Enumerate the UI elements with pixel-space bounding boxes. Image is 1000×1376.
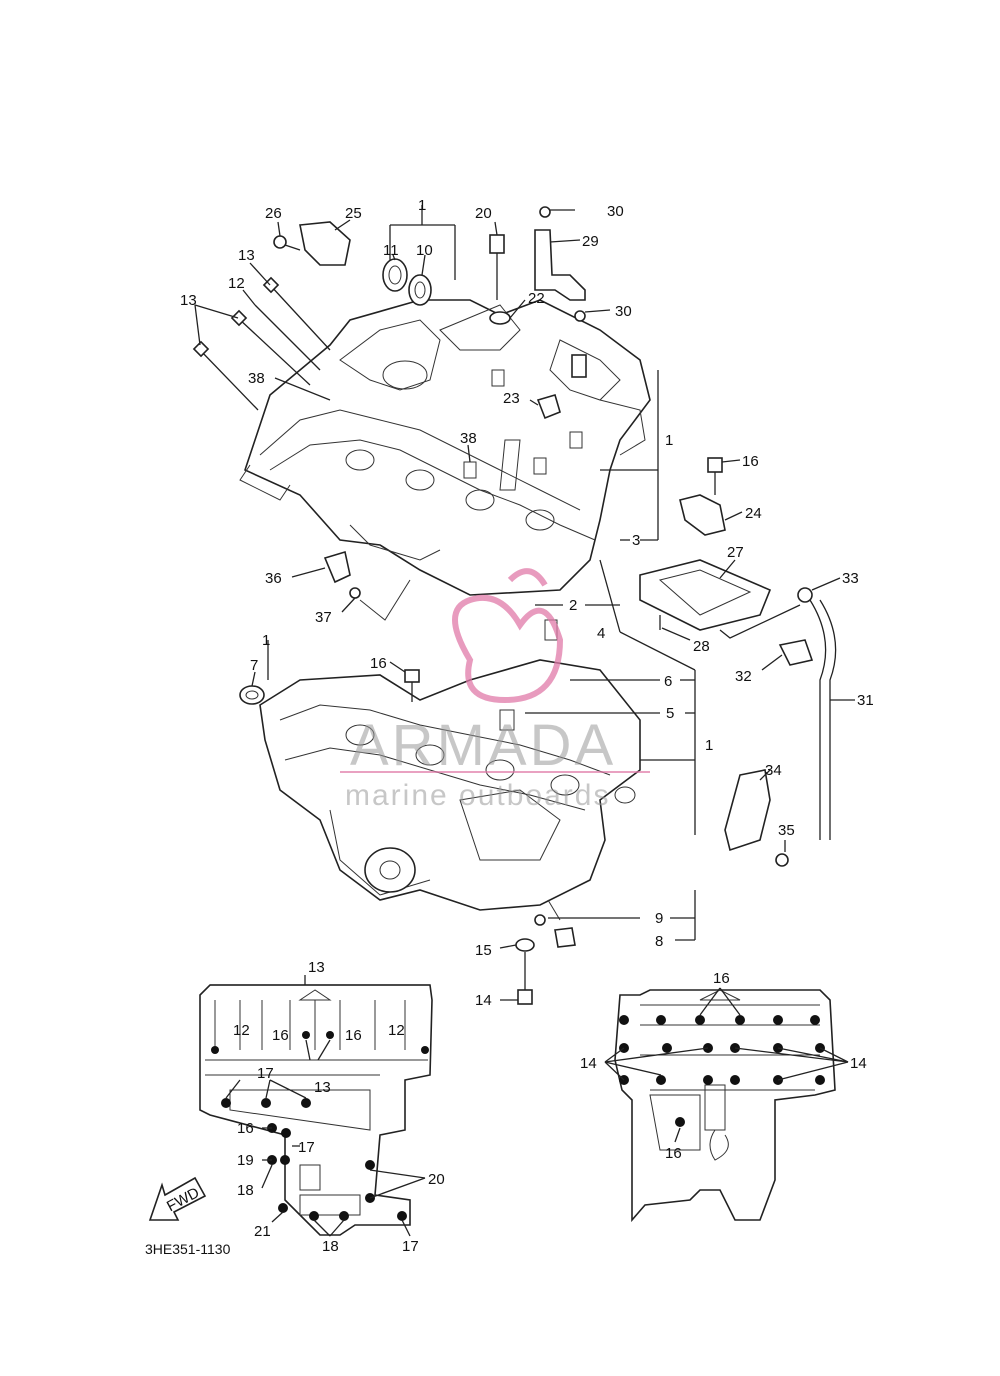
inset-label-16: 16: [272, 1027, 289, 1044]
right-inset-labels: 16 14 14 16: [580, 970, 867, 1162]
inset-label-16: 16: [665, 1145, 682, 1162]
callout-9: 9: [655, 910, 663, 927]
callout-1: 1: [705, 737, 713, 754]
inset-label-16: 16: [713, 970, 730, 987]
callout-38: 38: [248, 370, 265, 387]
callout-36: 36: [265, 570, 282, 587]
inset-label-12: 12: [233, 1022, 250, 1039]
callout-37: 37: [315, 609, 332, 626]
left-inset-labels: 13 12 16 16 12 17 13 16 17 19 18 20 21 1…: [233, 959, 445, 1255]
callout-12: 12: [228, 275, 245, 292]
fwd-arrow: [148, 1176, 207, 1221]
callout-3: 3: [632, 532, 640, 549]
watermark-brand: ARMADA: [350, 713, 616, 778]
callout-29: 29: [582, 233, 599, 250]
callout-22: 22: [528, 290, 545, 307]
watermark: ARMADA marine outboards: [340, 568, 650, 812]
callout-2: 2: [569, 597, 577, 614]
inset-label-17: 17: [257, 1065, 274, 1082]
lower-small-parts: [239, 669, 576, 1005]
upper-crankcase: [239, 299, 651, 596]
right-side-parts: [639, 457, 837, 867]
inset-label-14: 14: [850, 1055, 867, 1072]
upper-studs: [192, 276, 331, 411]
callout-8: 8: [655, 933, 663, 950]
top-small-parts: [273, 206, 587, 420]
callout-6: 6: [664, 673, 672, 690]
callout-31: 31: [857, 692, 874, 709]
inset-label-16: 16: [345, 1027, 362, 1044]
callout-13: 13: [180, 292, 197, 309]
inset-label-12: 12: [388, 1022, 405, 1039]
inset-label-19: 19: [237, 1152, 254, 1169]
callout-27: 27: [727, 544, 744, 561]
inset-label-13: 13: [308, 959, 325, 976]
inset-label-18: 18: [237, 1182, 254, 1199]
callout-23: 23: [503, 390, 520, 407]
callout-14: 14: [475, 992, 492, 1009]
callout-30: 30: [615, 303, 632, 320]
watermark-tagline: marine outboards: [345, 779, 610, 812]
inset-label-13: 13: [314, 1079, 331, 1096]
callout-33: 33: [842, 570, 859, 587]
inset-label-16: 16: [237, 1120, 254, 1137]
part-callouts: 1 1 1 1 2 3 4 5 6 7 8 9 10 11 12 13 13 1…: [180, 197, 874, 1009]
lower-crankcase: [259, 619, 641, 921]
callout-30: 30: [607, 203, 624, 220]
callout-1: 1: [262, 632, 270, 649]
callout-32: 32: [735, 668, 752, 685]
callout-10: 10: [416, 242, 433, 259]
callout-1: 1: [418, 197, 426, 214]
left-small-parts: [323, 550, 411, 621]
callout-4: 4: [597, 625, 605, 642]
right-inset-bolt-layout: [604, 987, 849, 1223]
callout-11: 11: [383, 242, 399, 259]
callout-20: 20: [475, 205, 492, 222]
callout-34: 34: [765, 762, 782, 779]
callout-16: 16: [742, 453, 759, 470]
callout-15: 15: [475, 942, 492, 959]
inset-label-18: 18: [322, 1238, 339, 1255]
callout-38: 38: [460, 430, 477, 447]
inset-label-14: 14: [580, 1055, 597, 1072]
callout-35: 35: [778, 822, 795, 839]
inset-label-20: 20: [428, 1171, 445, 1188]
inset-label-17: 17: [402, 1238, 419, 1255]
watermark-logo: [452, 568, 564, 704]
callout-7: 7: [250, 657, 258, 674]
callout-13: 13: [238, 247, 255, 264]
inset-label-21: 21: [254, 1223, 271, 1240]
inset-label-17: 17: [298, 1139, 315, 1156]
callout-16: 16: [370, 655, 387, 672]
callout-25: 25: [345, 205, 362, 222]
callout-28: 28: [693, 638, 710, 655]
left-inset-bolt-layout: [148, 975, 433, 1237]
callout-26: 26: [265, 205, 282, 222]
callout-1: 1: [665, 432, 673, 449]
leader-lines: [194, 205, 855, 1001]
callout-24: 24: [745, 505, 762, 522]
callout-5: 5: [666, 705, 674, 722]
diagram-code: 3HE351-1130: [145, 1241, 231, 1257]
